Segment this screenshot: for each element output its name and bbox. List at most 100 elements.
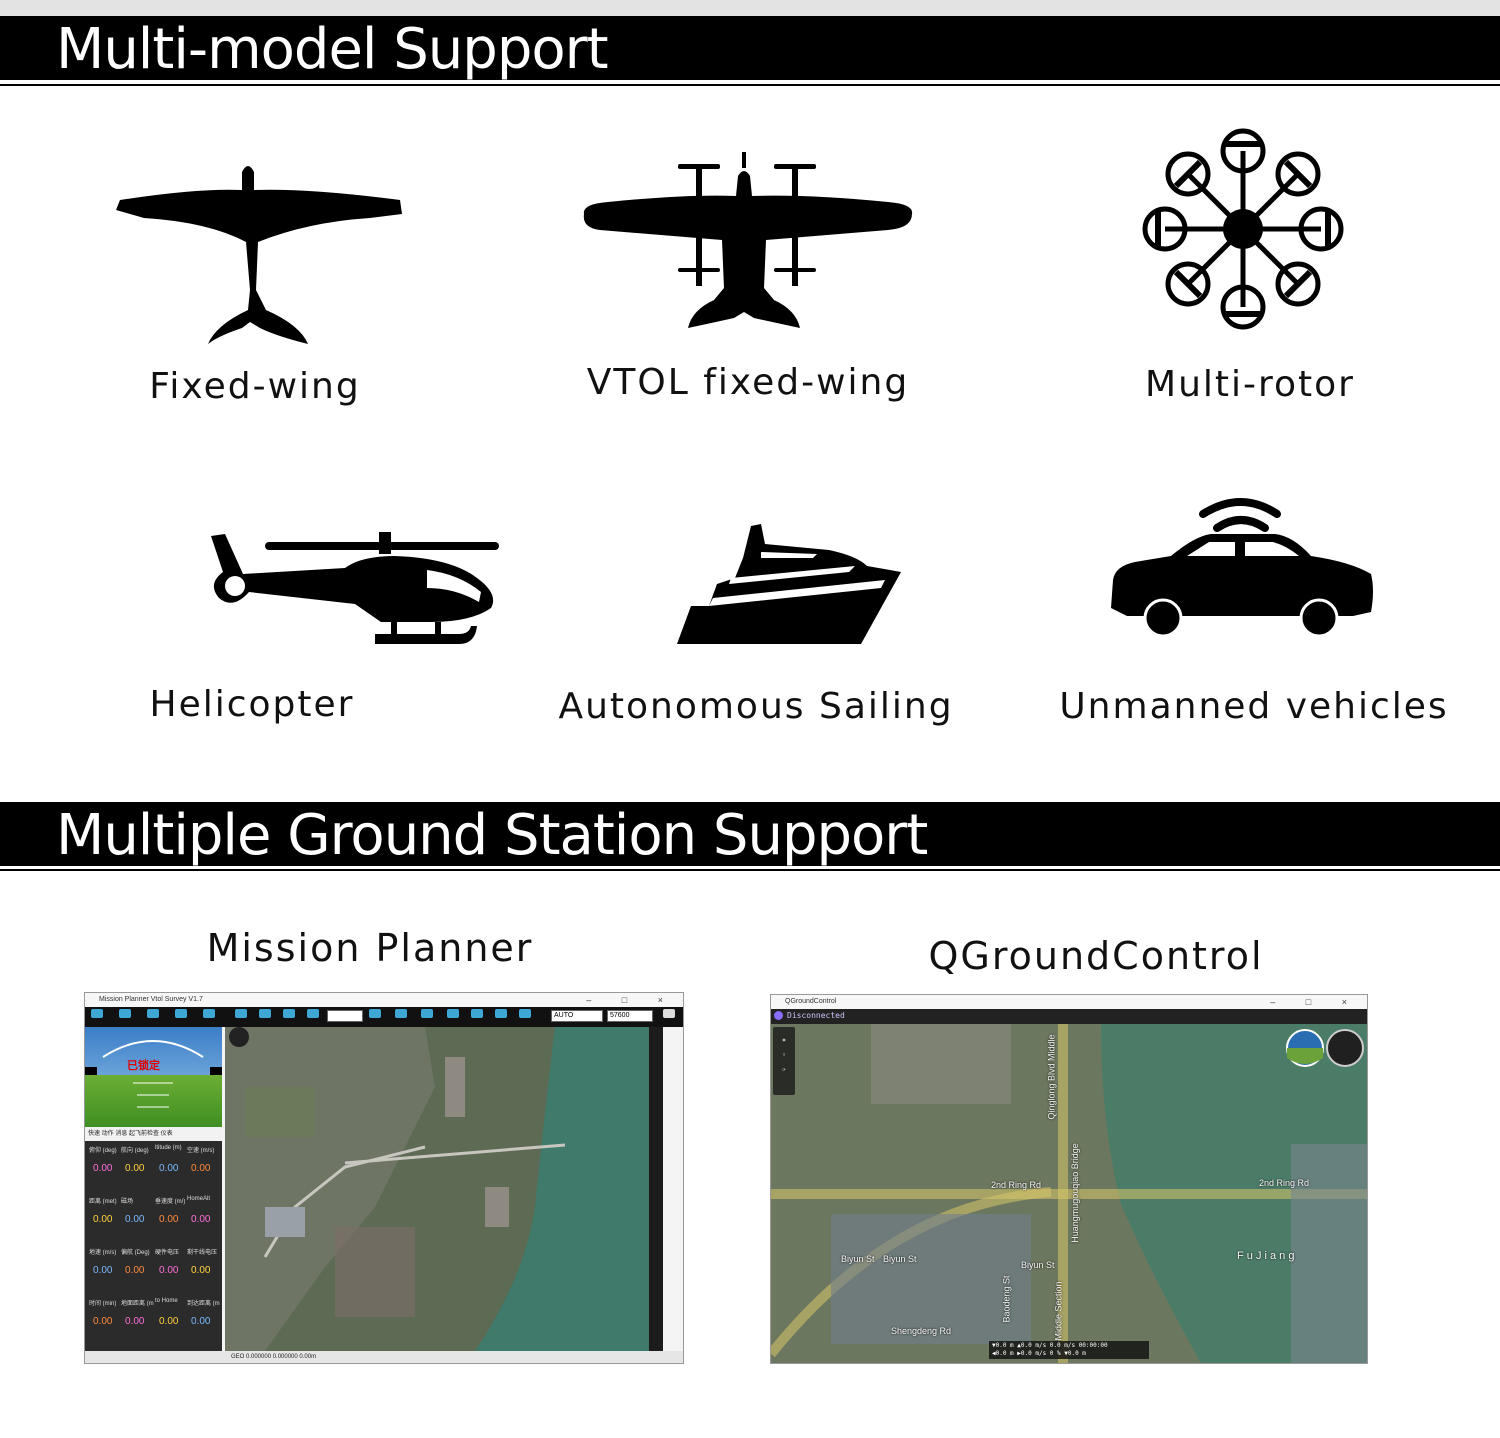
waypoint-icon[interactable] <box>369 1009 381 1018</box>
top-strip <box>0 0 1500 16</box>
window-controls[interactable]: – □ × <box>1270 997 1361 1007</box>
panel-tabs[interactable]: 快速 动作 消息 起飞前检查 仪表 <box>85 1127 222 1141</box>
rtk-icon[interactable] <box>471 1009 483 1018</box>
setup-icon[interactable] <box>147 1009 159 1018</box>
road-label: 2nd Ring Rd <box>1259 1178 1310 1188</box>
panel-field-label: 垂速度 (m/) <box>155 1199 186 1205</box>
panel-field-label: 地面距离 (m <box>121 1301 154 1307</box>
qgroundcontrol-window[interactable]: QGroundControl – □ × Disconnected 2nd Ri… <box>770 994 1368 1364</box>
lock-icon[interactable] <box>307 1009 319 1018</box>
model-autonomous-sailing <box>500 520 1000 650</box>
telemetry-bar: ▼0.0 m ▲0.0 m/s 0.0 m/s 00:00:00 ◀0.0 m … <box>989 1341 1149 1359</box>
plan-icon[interactable]: ◉ <box>782 1037 786 1042</box>
panel-field-value: 0.00 <box>191 1316 211 1327</box>
gs-title-qgroundcontrol: QGroundControl <box>928 934 1264 978</box>
window-title: Mission Planner Vtol Survey V1.7 <box>99 996 203 1003</box>
panel-field-value: 0.00 <box>191 1265 211 1276</box>
model-label: Multi-rotor <box>1145 364 1355 405</box>
panel-field-label: 航向 (deg) <box>121 1148 149 1154</box>
window-titlebar: Mission Planner Vtol Survey V1.7 – □ × <box>85 993 683 1007</box>
window-controls[interactable]: – □ × <box>586 995 677 1005</box>
connected-car-icon <box>1111 498 1373 638</box>
panel-field-label: 磁场 <box>121 1199 134 1205</box>
panel-field-label: HomeAlt <box>187 1196 211 1202</box>
helicopter-icon <box>211 532 499 644</box>
map-zoom-scrollbar[interactable] <box>649 1027 663 1351</box>
satellite-map-image <box>225 1027 663 1351</box>
mp-satellite-map[interactable] <box>225 1027 663 1351</box>
hud-status: 已锁定 <box>127 1060 160 1072</box>
panel-field-label: to Home <box>155 1298 178 1304</box>
ppk-icon[interactable] <box>495 1009 507 1018</box>
panel-field-label: 空速 (m/s) <box>187 1148 215 1154</box>
road-label: Baodeng St <box>1001 1275 1012 1323</box>
panel-field-value: 0.00 <box>159 1214 179 1225</box>
model-vtol-fixed-wing <box>498 150 998 340</box>
section-title: Multiple Ground Station Support <box>56 803 928 868</box>
mp-statusbar: GEO 0.000000 0.000000 0.00m <box>85 1351 683 1363</box>
rotate-icon[interactable]: ⟳ <box>782 1067 786 1072</box>
qgc-logo-icon[interactable] <box>774 1011 783 1020</box>
rtl-icon[interactable] <box>283 1009 295 1018</box>
panel-field-value: 0.00 <box>159 1316 179 1327</box>
baud-select[interactable]: 57600 <box>607 1010 653 1022</box>
road-label: F u J i a n g <box>1237 1250 1295 1262</box>
panel-field-value: 0.00 <box>125 1163 145 1174</box>
hud-overlay <box>85 1040 222 1108</box>
section-banner-models: Multi-model Support <box>0 16 1500 80</box>
section-banner-ground-stations: Multiple Ground Station Support <box>0 802 1500 866</box>
mode-select[interactable]: AUTO <box>551 1010 603 1022</box>
panel-field-label: ltitude (m) <box>155 1145 182 1151</box>
model-multi-rotor <box>993 124 1493 334</box>
panel-field-label: 距离 (met) <box>89 1199 117 1205</box>
takeoff-icon[interactable]: ⇧ <box>782 1052 786 1057</box>
qgc-tool-strip[interactable]: ◉ ⇧ ⟳ <box>773 1027 795 1095</box>
pos-icon[interactable] <box>447 1009 459 1018</box>
window-titlebar: QGroundControl – □ × <box>771 995 1367 1009</box>
road-label: Shengdeng Rd <box>891 1326 952 1336</box>
mission-planner-window[interactable]: Mission Planner Vtol Survey V1.7 – □ × A… <box>84 992 684 1364</box>
model-label: Unmanned vehicles <box>1059 686 1449 727</box>
road-label: Middle Section <box>1053 1281 1064 1341</box>
road-label: Biyun St <box>1021 1260 1055 1270</box>
flight-plan-icon[interactable] <box>119 1009 131 1018</box>
support-icon[interactable] <box>519 1009 531 1018</box>
telemetry-line: ▼0.0 m ▲0.0 m/s 0.0 m/s 00:00:00 <box>992 1342 1108 1349</box>
model-label: VTOL fixed-wing <box>586 362 910 403</box>
gs-title-mission-planner: Mission Planner <box>206 926 534 970</box>
road-label: Huangmugouqiao Bridge <box>1069 1143 1080 1243</box>
road-label: 2nd Ring Rd <box>991 1180 1042 1190</box>
qgc-satellite-map[interactable]: 2nd Ring Rd 2nd Ring Rd Qinglong Blvd Mi… <box>771 1024 1367 1363</box>
quick-panel: 快速 动作 消息 起飞前检查 仪表 俯仰 (deg) 航向 (deg) ltitud… <box>85 1127 222 1363</box>
panel-field-value: 0.00 <box>125 1265 145 1276</box>
model-fixed-wing <box>8 150 508 350</box>
panel-field-value: 0.00 <box>191 1163 211 1174</box>
window-title: QGroundControl <box>785 998 837 1005</box>
road-label: Qinglong Blvd Middle <box>1046 1034 1057 1120</box>
panel-field-value: 0.00 <box>159 1163 179 1174</box>
panel-field-value: 0.00 <box>93 1265 113 1276</box>
mp-toolbar: AUTO 57600 <box>85 1007 683 1027</box>
model-label: Fixed-wing <box>149 366 361 407</box>
restart-mission-icon[interactable] <box>421 1009 433 1018</box>
camera-icon[interactable] <box>259 1009 271 1018</box>
flight-data-icon[interactable] <box>91 1009 103 1018</box>
panel-field-value: 0.00 <box>93 1316 113 1327</box>
panel-field-value: 0.00 <box>93 1214 113 1225</box>
panel-field-label: 俯仰 (deg) <box>89 1148 117 1154</box>
hud-display: 已锁定 <box>85 1027 222 1127</box>
connect-icon[interactable] <box>663 1009 675 1018</box>
takeoff-icon[interactable] <box>395 1009 407 1018</box>
vtol-plane-icon <box>583 152 913 328</box>
road-label: Biyun St <box>883 1254 917 1264</box>
yacht-icon <box>677 524 901 644</box>
model-helicopter <box>100 528 600 648</box>
octocopter-icon <box>1142 128 1344 330</box>
qgc-toolbar: Disconnected <box>771 1009 1367 1024</box>
config-icon[interactable] <box>175 1009 187 1018</box>
arm-icon[interactable] <box>235 1009 247 1018</box>
simulation-icon[interactable] <box>203 1009 215 1018</box>
telemetry-line: ◀0.0 m ▶0.0 m/s 0 % ▼0.0 m <box>992 1350 1086 1357</box>
panel-field-value: 0.00 <box>125 1214 145 1225</box>
command-select[interactable] <box>327 1010 363 1022</box>
